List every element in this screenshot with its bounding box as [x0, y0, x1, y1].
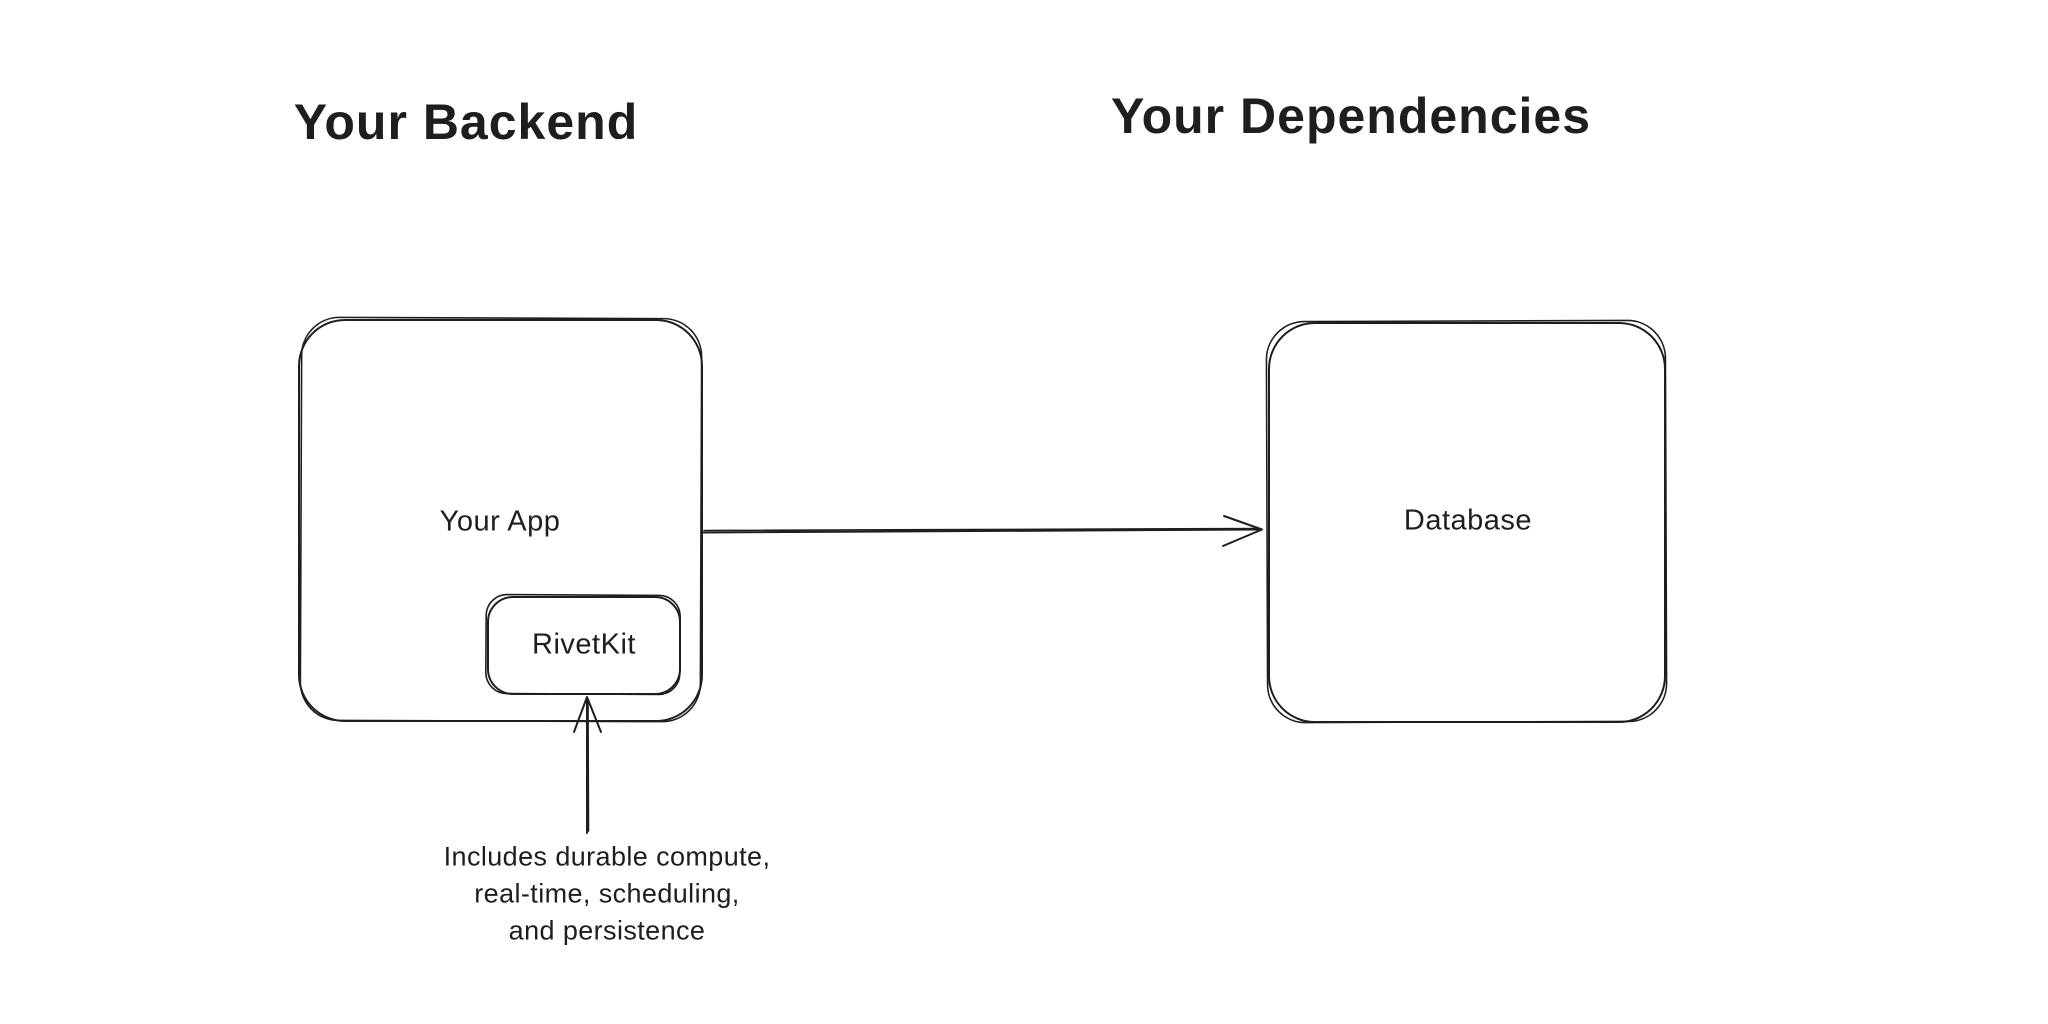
backend-section-title: Your Backend — [293, 94, 639, 150]
your-app-label: Your App — [439, 505, 561, 538]
annotation-line-2: real-time, scheduling, — [474, 878, 740, 909]
annotation-line-1: Includes durable compute, — [443, 841, 771, 872]
rivetkit-label: RivetKit — [532, 628, 636, 661]
annotation-line-3: and persistence — [508, 915, 706, 946]
your-app-box — [298, 316, 703, 723]
annotation-to-rivetkit-arrow — [573, 696, 602, 834]
app-to-database-arrow — [702, 515, 1263, 547]
dependencies-section-title: Your Dependencies — [1110, 88, 1592, 144]
database-box — [1265, 319, 1668, 724]
database-label: Database — [1403, 504, 1533, 537]
rivetkit-box — [485, 593, 681, 696]
rivetkit-annotation: Includes durable compute, real-time, sch… — [444, 839, 771, 950]
